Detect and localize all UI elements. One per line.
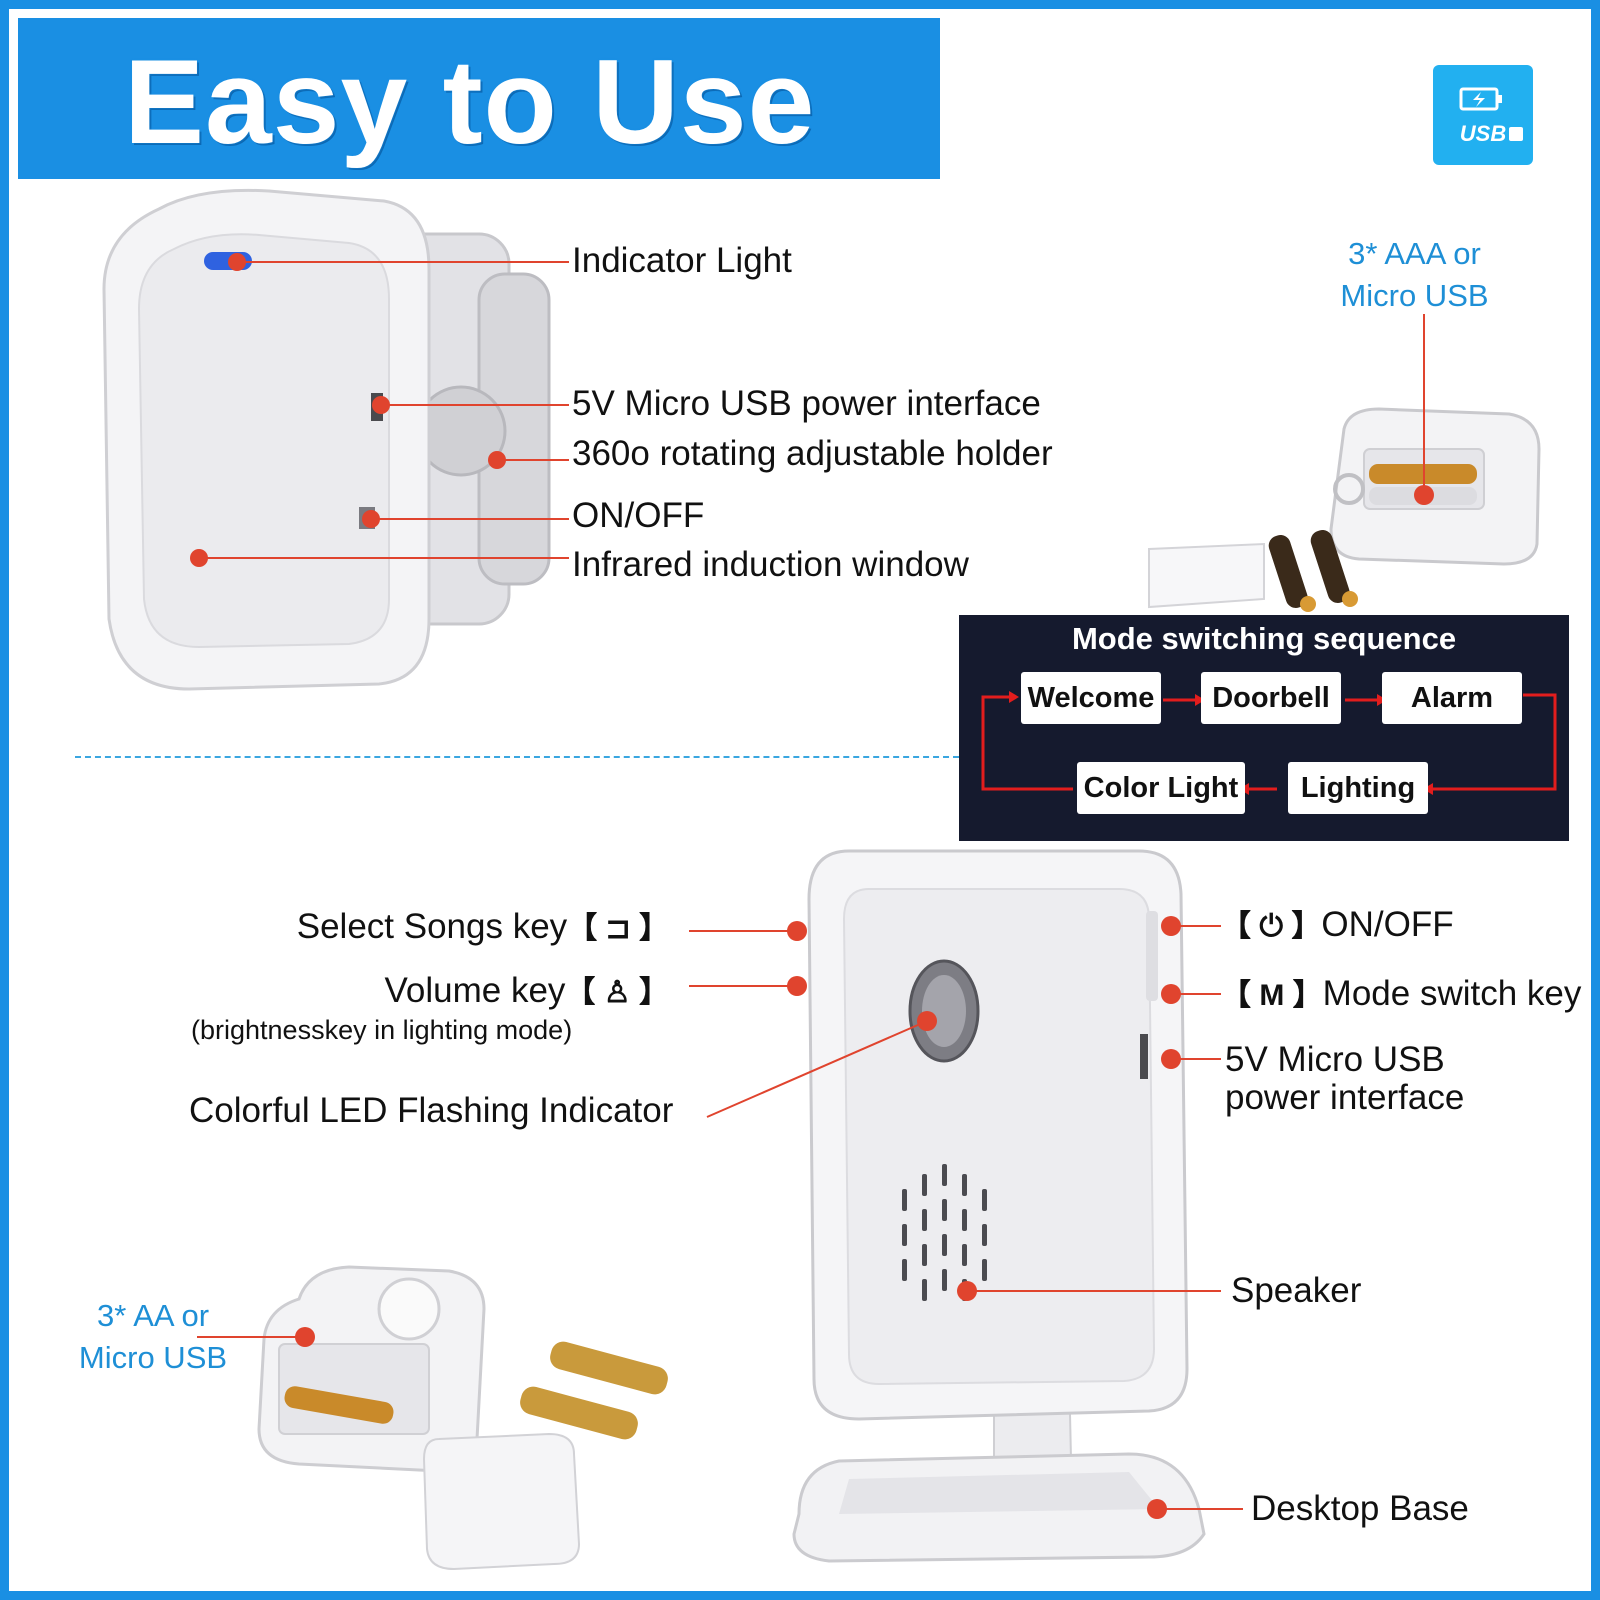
section-divider bbox=[75, 756, 959, 758]
label-ir-window: Infrared induction window bbox=[572, 545, 969, 584]
mode-flow-arrows bbox=[981, 691, 1557, 795]
label-led-indicator: Colorful LED Flashing Indicator bbox=[189, 1091, 674, 1130]
mode-switch-text: Mode switch key bbox=[1322, 974, 1582, 1013]
receiver-battery-callout-dot bbox=[295, 1327, 315, 1347]
label-receiver-usb: 5V Micro USB power interface bbox=[1225, 1041, 1464, 1117]
power-key-icon: 【 ⏻ 】 bbox=[1221, 910, 1322, 943]
sensor-callout-dots bbox=[190, 253, 506, 567]
label-desktop-base: Desktop Base bbox=[1251, 1489, 1469, 1528]
label-speaker: Speaker bbox=[1231, 1271, 1362, 1310]
label-usb-power: 5V Micro USB power interface bbox=[572, 384, 1041, 423]
select-songs-key-icon: 【 ⊐ 】 bbox=[567, 912, 669, 945]
usb-badge-label: USB bbox=[1459, 121, 1507, 146]
receiver-battery-compartment bbox=[257, 1265, 668, 1571]
receiver-power-note-line1: 3* AA or bbox=[96, 1298, 210, 1333]
volume-text: Volume key bbox=[384, 971, 566, 1010]
label-select-songs: Select Songs key【 ⊐ 】 bbox=[297, 907, 669, 949]
receiver-power-note-line2: Micro USB bbox=[78, 1340, 228, 1375]
illustrations bbox=[102, 188, 1541, 1571]
receiver-unit bbox=[807, 849, 1189, 1421]
volume-key-icon: 【 ♙ 】 bbox=[565, 976, 669, 1009]
mode-lighting: Lighting bbox=[1288, 762, 1428, 814]
label-volume: Volume key【 ♙ 】 bbox=[384, 971, 669, 1013]
sensor-power-note-line2: Micro USB bbox=[1340, 278, 1489, 313]
sensor-power-note-line1: 3* AAA or bbox=[1348, 236, 1481, 271]
motion-sensor bbox=[102, 188, 431, 691]
select-songs-text: Select Songs key bbox=[296, 907, 568, 946]
receiver-power-note: 3* AA or Micro USB bbox=[73, 1295, 233, 1379]
sensor-battery-callout-dot bbox=[1414, 485, 1434, 505]
label-indicator-light: Indicator Light bbox=[572, 241, 792, 280]
receiver-usb-line2: power interface bbox=[1225, 1078, 1465, 1117]
mode-welcome: Welcome bbox=[1021, 672, 1161, 724]
mode-panel-title: Mode switching sequence bbox=[1071, 621, 1457, 656]
receiver-callout-dots bbox=[787, 916, 1181, 1519]
mode-alarm: Alarm bbox=[1382, 672, 1522, 724]
mode-color-light: Color Light bbox=[1077, 762, 1245, 814]
receiver-usb-line1: 5V Micro USB bbox=[1225, 1040, 1445, 1079]
receiver-on-off-text: ON/OFF bbox=[1321, 905, 1454, 944]
battery-charge-usb-icon bbox=[1459, 87, 1523, 141]
mode-sequence-panel: Mode switching sequence Welcome Doorbell… bbox=[959, 615, 1569, 841]
mode-doorbell: Doorbell bbox=[1201, 672, 1341, 724]
label-mode-switch: 【 M 】Mode switch key bbox=[1221, 974, 1581, 1016]
page-title: Easy to Use bbox=[124, 35, 816, 169]
sensor-power-note: 3* AAA or Micro USB bbox=[1327, 233, 1502, 317]
label-receiver-on-off: 【 ⏻ 】ON/OFF bbox=[1221, 905, 1454, 947]
title-banner: Easy to Use bbox=[18, 18, 940, 179]
sensor-callout-lines bbox=[199, 261, 569, 559]
label-holder: 360o rotating adjustable holder bbox=[572, 434, 1053, 473]
mode-key-icon: 【 M 】 bbox=[1221, 979, 1323, 1012]
label-volume-note: (brightnesskey in lighting mode) bbox=[191, 1015, 573, 1045]
sensor-battery-compartment bbox=[1148, 407, 1541, 612]
label-on-off: ON/OFF bbox=[572, 496, 705, 535]
usb-badge: USB bbox=[1433, 65, 1533, 165]
